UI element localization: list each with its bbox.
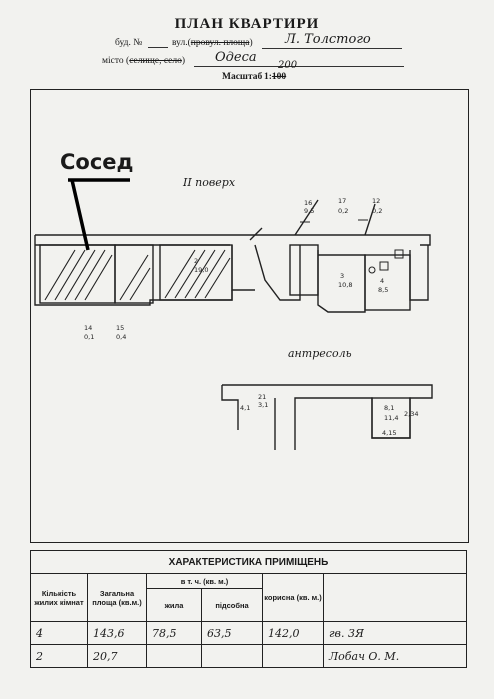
plan-label: 8,5 bbox=[378, 286, 388, 294]
rooms-characteristics-table: ХАРАКТЕРИСТИКА ПРИМІЩЕНЬ Кількість жилих… bbox=[30, 550, 467, 668]
floor-label-mezzanine: антресоль bbox=[288, 347, 352, 360]
plan-label: 9,5 bbox=[304, 207, 314, 215]
plan-label: 12 bbox=[372, 197, 380, 205]
col-useful-header: корисна (кв. м.) bbox=[262, 573, 324, 622]
floor-plan-frame bbox=[30, 89, 469, 543]
plan-label: 0,4 bbox=[116, 333, 126, 341]
table-row: 4 143,6 78,5 63,5 142,0 гв. 3Я bbox=[30, 621, 467, 645]
plan-label: 3,1 bbox=[258, 401, 268, 409]
plan-label: 21 bbox=[258, 393, 266, 401]
col-living-header: жила bbox=[146, 588, 202, 622]
city-line bbox=[194, 66, 404, 67]
city-value: Одеса bbox=[215, 50, 257, 65]
plan-label: 2 bbox=[194, 257, 198, 265]
plan-label: 16 bbox=[304, 199, 312, 207]
plan-label: 8,1 bbox=[384, 404, 394, 412]
plan-label: 15 bbox=[116, 324, 124, 332]
plan-label: 0,2 bbox=[372, 207, 382, 215]
plan-label: 14 bbox=[84, 324, 92, 332]
plan-label: 11,4 bbox=[384, 414, 398, 422]
building-line bbox=[148, 47, 168, 48]
scale-handwritten: 200 bbox=[278, 60, 298, 71]
building-label: буд. № bbox=[115, 38, 143, 48]
document-title: ПЛАН КВАРТИРИ bbox=[174, 16, 320, 32]
street-line bbox=[262, 48, 402, 49]
plan-label: 4 bbox=[380, 277, 384, 285]
table-caption: ХАРАКТЕРИСТИКА ПРИМІЩЕНЬ bbox=[30, 550, 467, 574]
plan-label: 17 bbox=[338, 197, 346, 205]
city-label: місто (селище, село) bbox=[102, 56, 186, 66]
col-aux-header: підсобна bbox=[201, 588, 263, 622]
scale-value: 1:100 bbox=[264, 72, 287, 82]
floor-label-upper: II поверх bbox=[183, 176, 236, 189]
plan-label: 0,2 bbox=[338, 207, 348, 215]
col-blank-header bbox=[323, 573, 467, 622]
col-total-header: Загальна площа (кв.м.) bbox=[87, 573, 147, 622]
plan-label: 19,0 bbox=[194, 266, 208, 274]
plan-label: 3 bbox=[340, 272, 344, 280]
street-label: вул.(провул. площа) bbox=[172, 38, 253, 48]
plan-label: 4,15 bbox=[382, 429, 396, 437]
plan-label: 10,8 bbox=[338, 281, 352, 289]
col-group-header: в т. ч. (кв. м.) bbox=[146, 573, 263, 589]
street-value: Л. Толстого bbox=[285, 32, 371, 47]
plan-label: 4,1 bbox=[240, 404, 250, 412]
plan-label: 0,1 bbox=[84, 333, 94, 341]
scale-label: Масштаб bbox=[222, 72, 263, 82]
table-row: 2 20,7 Лобач О. М. bbox=[30, 644, 467, 668]
col-rooms-header: Кількість жилих кімнат bbox=[30, 573, 88, 622]
neighbour-annotation: Сосед bbox=[60, 150, 134, 174]
plan-label: 2,34 bbox=[404, 410, 418, 418]
